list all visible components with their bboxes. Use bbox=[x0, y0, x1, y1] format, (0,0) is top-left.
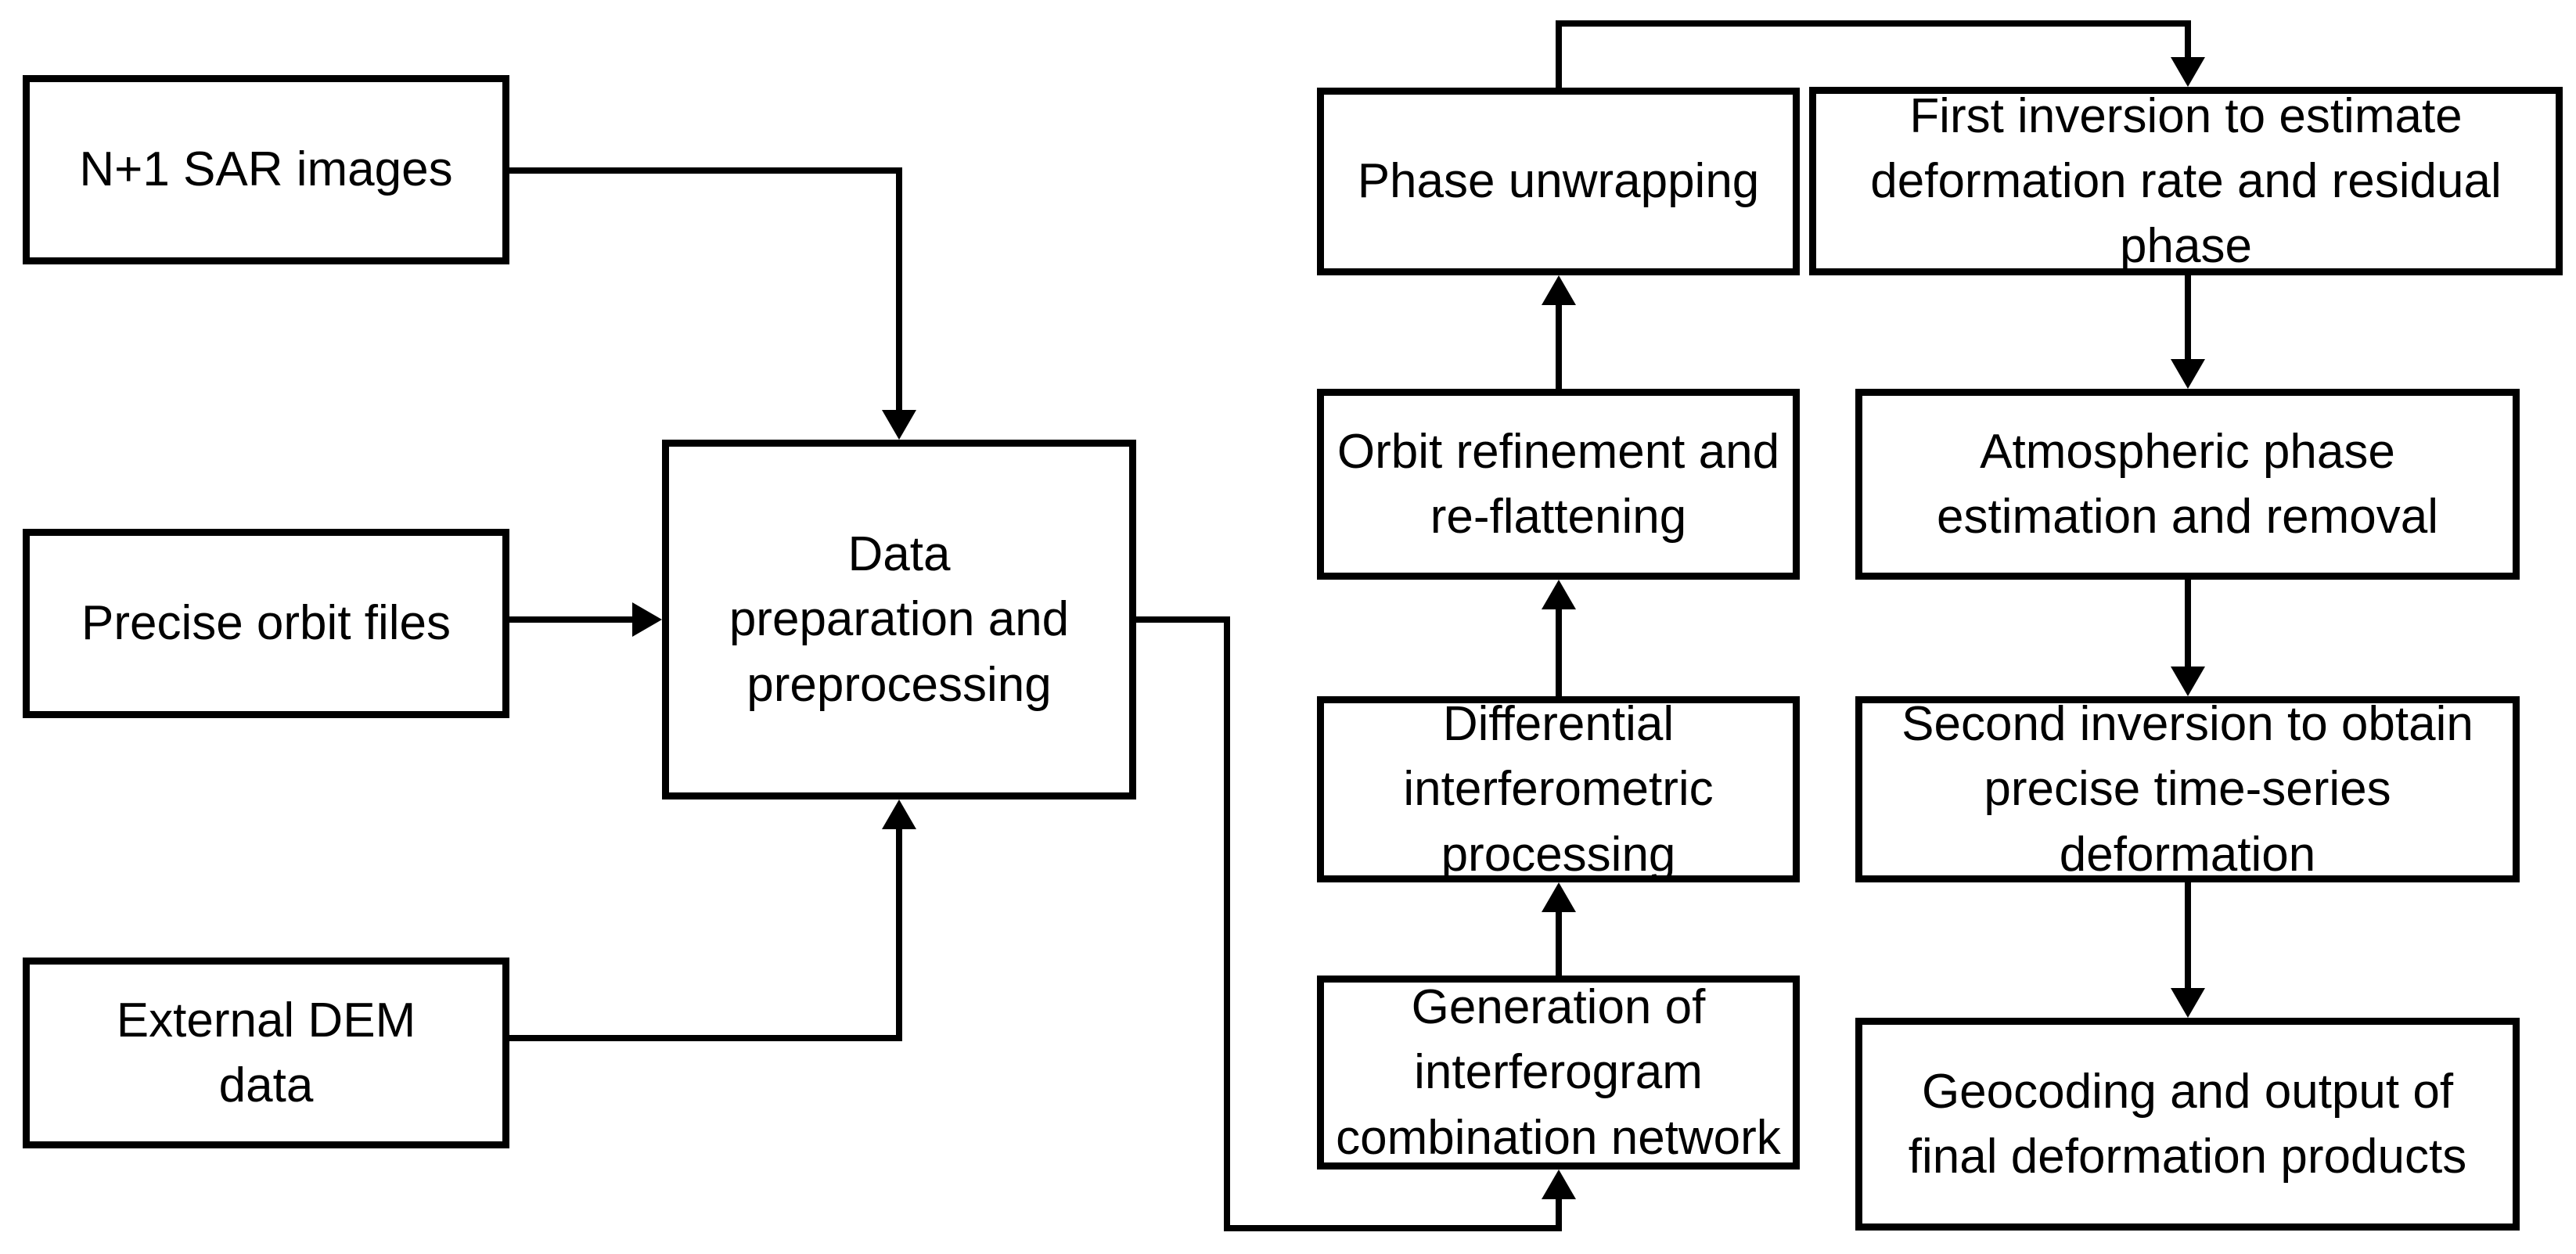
connector-network-to-differential-v bbox=[1556, 909, 1562, 976]
connector-sar-to-prep-h bbox=[507, 167, 902, 174]
box-orbit-refinement-label: Orbit refinement and re-flattening bbox=[1337, 424, 1780, 544]
arrow-up-icon bbox=[1542, 275, 1576, 305]
box-n1-sar-images-label: N+1 SAR images bbox=[79, 142, 453, 197]
box-second-inversion: Second inversion to obtain precise time-… bbox=[1855, 696, 2520, 882]
arrow-up-icon bbox=[882, 799, 916, 829]
box-first-inversion: First inversion to estimate deformation … bbox=[1809, 87, 2563, 275]
box-interferogram-network: Generation of interferogram combination … bbox=[1317, 976, 1800, 1170]
connector-unwrap-to-inv1-v2 bbox=[2185, 20, 2191, 60]
box-external-dem-data-label: External DEM data bbox=[116, 993, 416, 1112]
box-precise-orbit-files: Precise orbit files bbox=[23, 529, 509, 718]
connector-dem-to-prep-h bbox=[507, 1035, 902, 1041]
connector-dem-to-prep-v bbox=[896, 826, 902, 1041]
box-precise-orbit-files-label: Precise orbit files bbox=[81, 596, 452, 651]
box-differential-interferometric-label: Differential interferometric processing bbox=[1403, 697, 1714, 882]
connector-prep-to-network-v2 bbox=[1556, 1196, 1562, 1228]
arrow-up-icon bbox=[1542, 580, 1576, 609]
arrow-down-icon bbox=[2171, 988, 2205, 1018]
connector-orbitref-to-unwrap-v bbox=[1556, 302, 1562, 389]
arrow-down-icon bbox=[2171, 57, 2205, 87]
arrow-down-icon bbox=[2171, 667, 2205, 696]
box-atmospheric-phase-label: Atmospheric phase estimation and removal bbox=[1937, 424, 2438, 544]
box-second-inversion-label: Second inversion to obtain precise time-… bbox=[1901, 697, 2473, 882]
connector-inv1-to-atmo-v bbox=[2185, 275, 2191, 362]
connector-sar-to-prep-v bbox=[896, 167, 902, 413]
box-differential-interferometric: Differential interferometric processing bbox=[1317, 696, 1800, 882]
arrow-up-icon bbox=[1542, 882, 1576, 912]
box-interferogram-network-label: Generation of interferogram combination … bbox=[1336, 980, 1781, 1165]
box-n1-sar-images: N+1 SAR images bbox=[23, 75, 509, 264]
arrow-right-icon bbox=[632, 602, 662, 637]
box-phase-unwrapping-label: Phase unwrapping bbox=[1357, 154, 1760, 209]
connector-unwrap-to-inv1-h bbox=[1556, 20, 2191, 27]
connector-prep-to-network-v1 bbox=[1224, 616, 1230, 1231]
box-data-preparation-label: Data preparation and preprocessing bbox=[729, 527, 1070, 712]
box-data-preparation: Data preparation and preprocessing bbox=[662, 440, 1136, 799]
connector-differential-to-orbitref-v bbox=[1556, 606, 1562, 696]
box-geocoding-output: Geocoding and output of final deformatio… bbox=[1855, 1018, 2520, 1231]
arrow-down-icon bbox=[2171, 359, 2205, 389]
box-external-dem-data: External DEM data bbox=[23, 958, 509, 1148]
box-phase-unwrapping: Phase unwrapping bbox=[1317, 88, 1800, 275]
connector-orbitfiles-to-prep-h bbox=[507, 616, 635, 623]
box-orbit-refinement: Orbit refinement and re-flattening bbox=[1317, 389, 1800, 580]
arrow-up-icon bbox=[1542, 1170, 1576, 1199]
box-geocoding-output-label: Geocoding and output of final deformatio… bbox=[1908, 1064, 2467, 1184]
connector-inv2-to-geo-v bbox=[2185, 882, 2191, 991]
box-first-inversion-label: First inversion to estimate deformation … bbox=[1870, 88, 2502, 274]
connector-unwrap-to-inv1-v1 bbox=[1556, 20, 1562, 88]
connector-prep-to-network-h2 bbox=[1224, 1225, 1562, 1231]
connector-atmo-to-inv2-v bbox=[2185, 580, 2191, 670]
connector-prep-to-network-h1 bbox=[1136, 616, 1230, 623]
arrow-down-icon bbox=[882, 410, 916, 440]
box-atmospheric-phase: Atmospheric phase estimation and removal bbox=[1855, 389, 2520, 580]
